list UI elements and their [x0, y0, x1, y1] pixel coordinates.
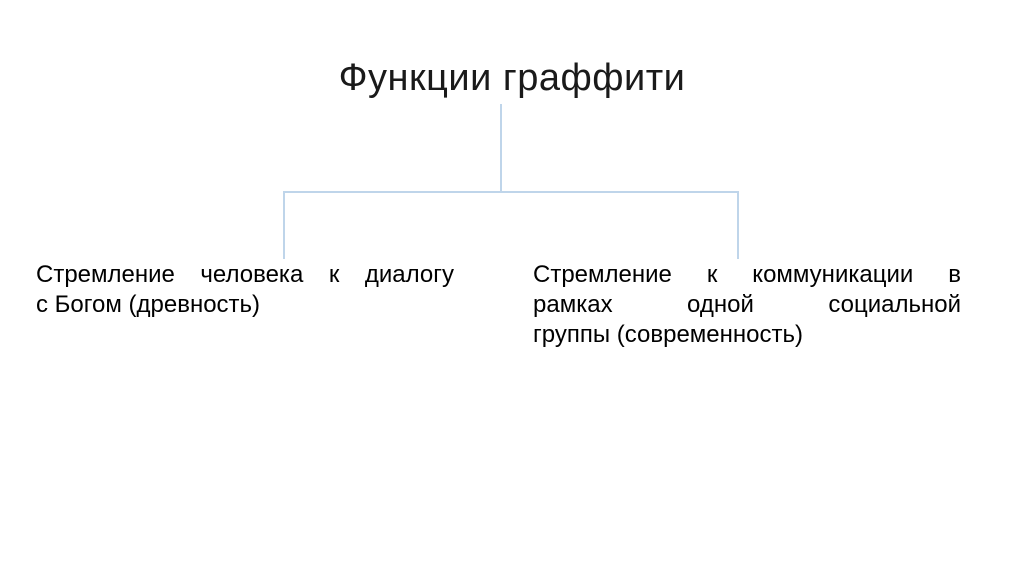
connector-crossbar-line: [283, 191, 739, 193]
node-left-text-line: Стремление человека к диалогу: [36, 261, 454, 288]
node-left: Стремление человека к диалогу с Богом (д…: [36, 260, 454, 320]
node-right: Стремление к коммуникации в рамках одной…: [533, 260, 961, 350]
connector-left-drop-line: [283, 191, 285, 259]
slide-title: Функции граффити: [338, 57, 686, 99]
node-right-text-line: рамках одной социальной: [533, 291, 961, 318]
connector-stem-line: [500, 104, 502, 191]
connector-right-drop-line: [737, 191, 739, 259]
node-left-text-line: с Богом (древность): [36, 291, 261, 318]
node-right-text-line: группы (современность): [533, 321, 803, 348]
node-right-text-line: Стремление к коммуникации в: [533, 261, 961, 288]
